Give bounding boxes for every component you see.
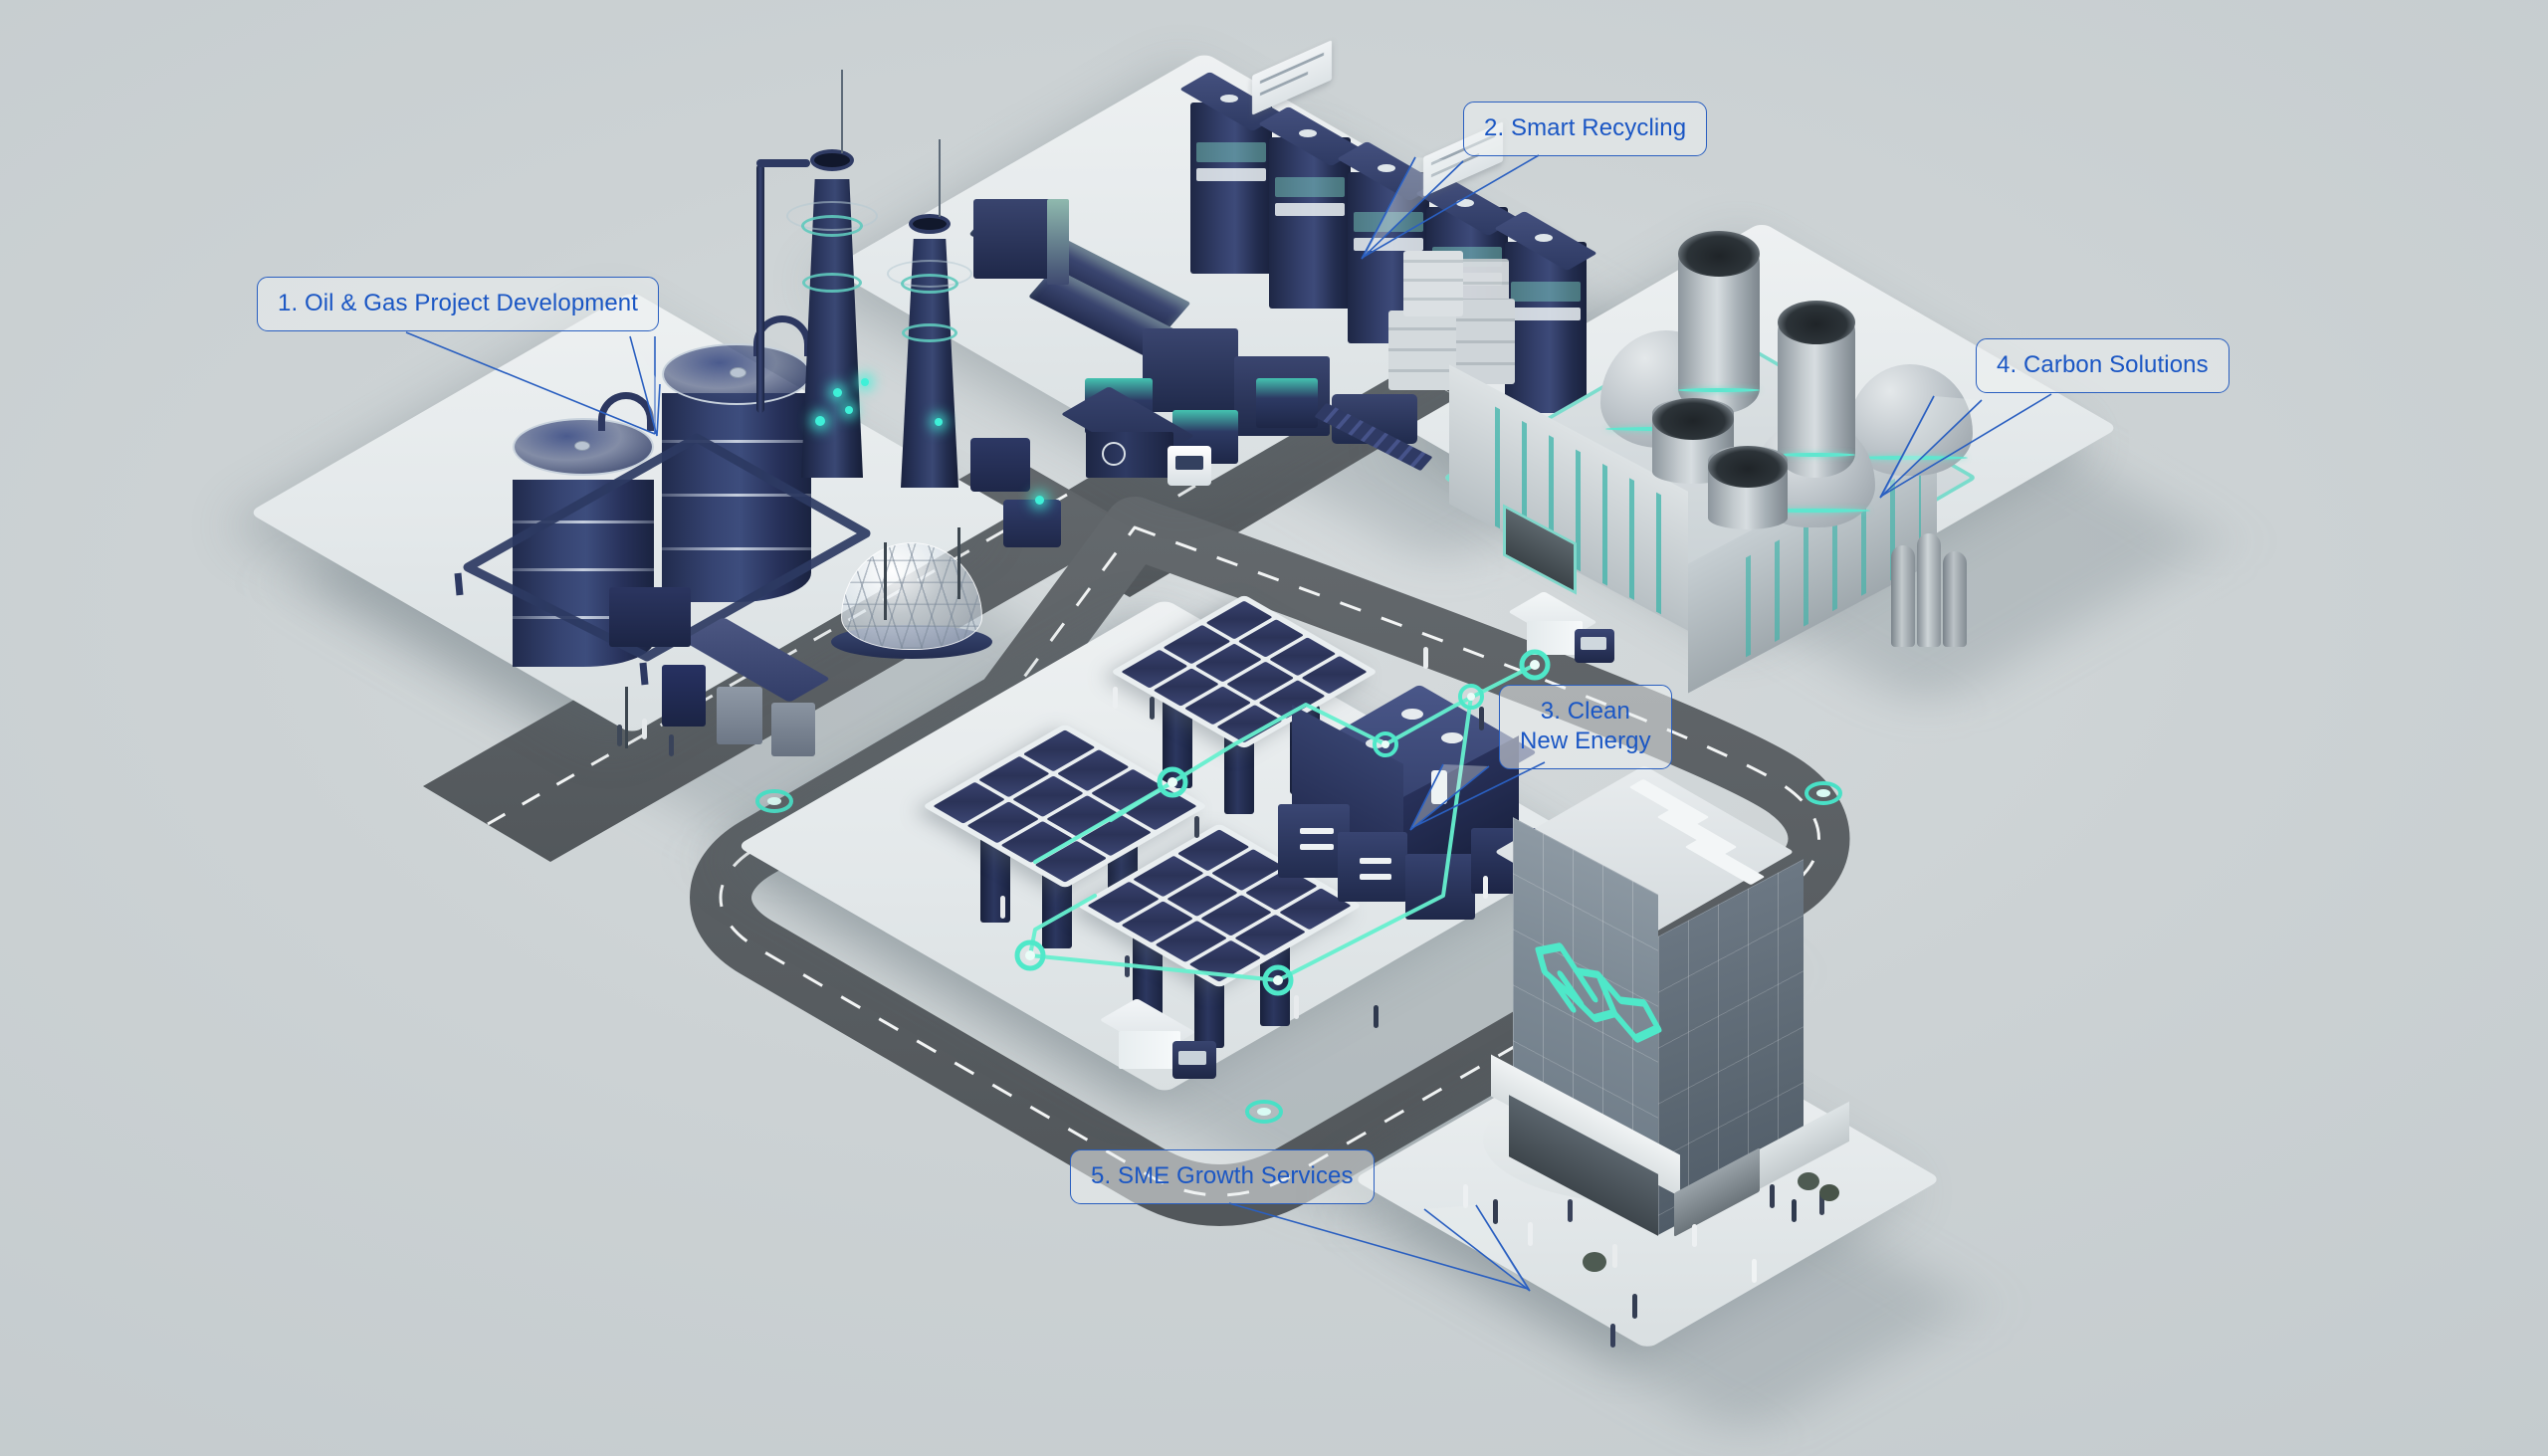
- shrub: [1583, 1252, 1606, 1272]
- worker: [669, 734, 674, 756]
- pedestrian: [1000, 896, 1005, 919]
- exhaust-stack-tall: [1778, 301, 1855, 478]
- callout-label: 5. SME Growth Services: [1070, 1149, 1375, 1204]
- recycling-truck: [1060, 386, 1229, 488]
- pedestrian: [1752, 1259, 1757, 1283]
- sorting-silo: [1257, 105, 1363, 309]
- tank-hatch: [574, 441, 590, 451]
- pedestrian: [1610, 1324, 1615, 1348]
- column-antenna: [939, 139, 941, 217]
- callout-oil-gas[interactable]: 1. Oil & Gas Project Development: [257, 277, 661, 437]
- control-cabin: [970, 438, 1030, 492]
- worker: [617, 725, 622, 746]
- pedestrian: [1194, 816, 1199, 838]
- callout-recycling[interactable]: 2. Smart Recycling: [1361, 102, 1708, 260]
- pedestrian: [1692, 1224, 1697, 1247]
- shrub: [1819, 1184, 1839, 1201]
- process-unit: [662, 665, 706, 727]
- sorting-station: [1143, 328, 1238, 412]
- pedestrian: [1463, 1184, 1468, 1208]
- road-sensor-markers: [755, 781, 1842, 1124]
- control-cabin: [1003, 500, 1061, 547]
- callout-label: 4. Carbon Solutions: [1976, 338, 2230, 393]
- baled-waste-stack: [1403, 251, 1463, 316]
- pedestrian: [1792, 1199, 1797, 1222]
- pedestrian: [1113, 687, 1118, 709]
- worker: [642, 719, 647, 739]
- tank-hatch: [730, 367, 746, 378]
- pedestrian: [1423, 647, 1428, 669]
- handshake-icon: [1535, 942, 1662, 1043]
- pedestrian: [1294, 995, 1299, 1019]
- solar-canopy: [922, 724, 1208, 889]
- pipe-rack: [454, 433, 871, 686]
- road-inner-loop: [690, 497, 1850, 1226]
- pedestrian: [1770, 1184, 1775, 1208]
- callout-label: 2. Smart Recycling: [1463, 102, 1708, 156]
- process-unit-grey: [717, 687, 762, 744]
- pedestrian: [1493, 1199, 1498, 1224]
- service-truck: [1508, 591, 1632, 669]
- pedestrian: [1612, 1244, 1617, 1268]
- distillation-column-tall: [786, 149, 878, 478]
- sorting-station: [1047, 199, 1069, 285]
- baled-waste-stack: [1388, 311, 1456, 390]
- riser-pipe-top: [756, 159, 810, 167]
- glass-office-tower: [1491, 765, 1849, 1237]
- pedestrian: [1819, 1192, 1824, 1215]
- process-unit-grey: [771, 703, 815, 756]
- geodesic-dome: [831, 542, 992, 659]
- pump-house: [609, 587, 691, 647]
- pedestrian: [1479, 707, 1484, 730]
- callout-label: 3. Clean New Energy: [1499, 685, 1672, 769]
- storage-tank-large: [662, 315, 811, 602]
- pedestrian: [1483, 876, 1488, 899]
- callout-label: 1. Oil & Gas Project Development: [257, 277, 660, 331]
- delivery-truck: [1099, 998, 1234, 1085]
- callout-sme[interactable]: 5. SME Growth Services: [1070, 1149, 1531, 1292]
- pedestrian: [1374, 1005, 1379, 1028]
- sorting-silo: [1178, 71, 1284, 274]
- solar-canopy: [1076, 823, 1363, 988]
- column-antenna: [841, 70, 843, 153]
- shrub: [1798, 1172, 1819, 1190]
- status-light: [861, 378, 869, 386]
- sorting-silo: [1493, 210, 1598, 413]
- status-light: [1035, 496, 1044, 505]
- riser-pipe: [756, 164, 764, 413]
- callout-carbon[interactable]: 4. Carbon Solutions: [1879, 338, 2230, 499]
- lamp-post: [625, 687, 628, 748]
- capture-cylinder: [1708, 446, 1788, 529]
- sorting-bin: [1256, 378, 1318, 428]
- pedestrian: [1568, 1199, 1573, 1222]
- pipe-bundle: [1891, 527, 1975, 647]
- distillation-column-short: [887, 214, 972, 488]
- pedestrian: [1528, 1222, 1533, 1246]
- exhaust-stack-tall: [1678, 231, 1760, 414]
- pedestrian: [1125, 955, 1130, 977]
- pedestrian: [1150, 697, 1155, 720]
- lamp-post: [884, 542, 887, 620]
- pedestrian: [1632, 1294, 1637, 1319]
- lamp-post: [957, 527, 960, 599]
- callout-clean-energy[interactable]: 3. Clean New Energy: [1409, 685, 1672, 831]
